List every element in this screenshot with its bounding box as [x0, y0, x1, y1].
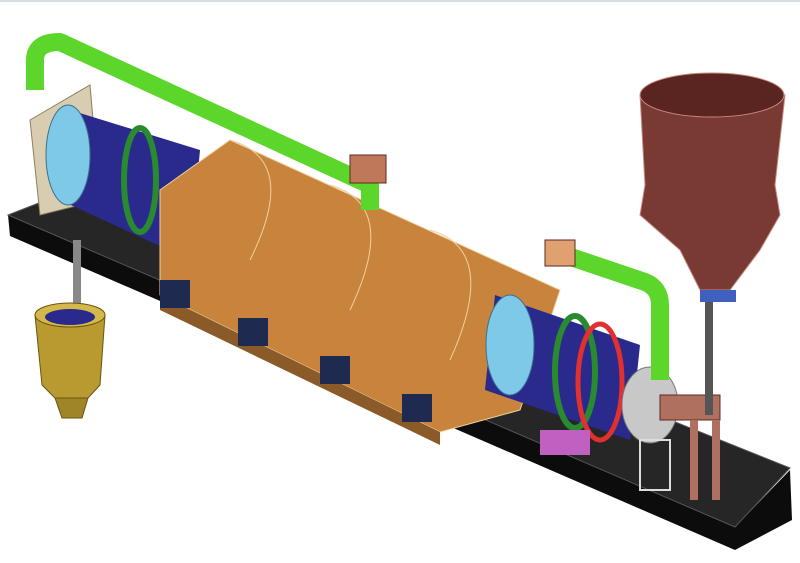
feed-hopper — [639, 72, 786, 415]
motors — [160, 280, 432, 422]
dryer-housing — [159, 139, 561, 445]
exhaust-pipe — [26, 33, 669, 380]
right-drum — [485, 294, 679, 455]
left-bucket-hopper — [34, 240, 106, 419]
